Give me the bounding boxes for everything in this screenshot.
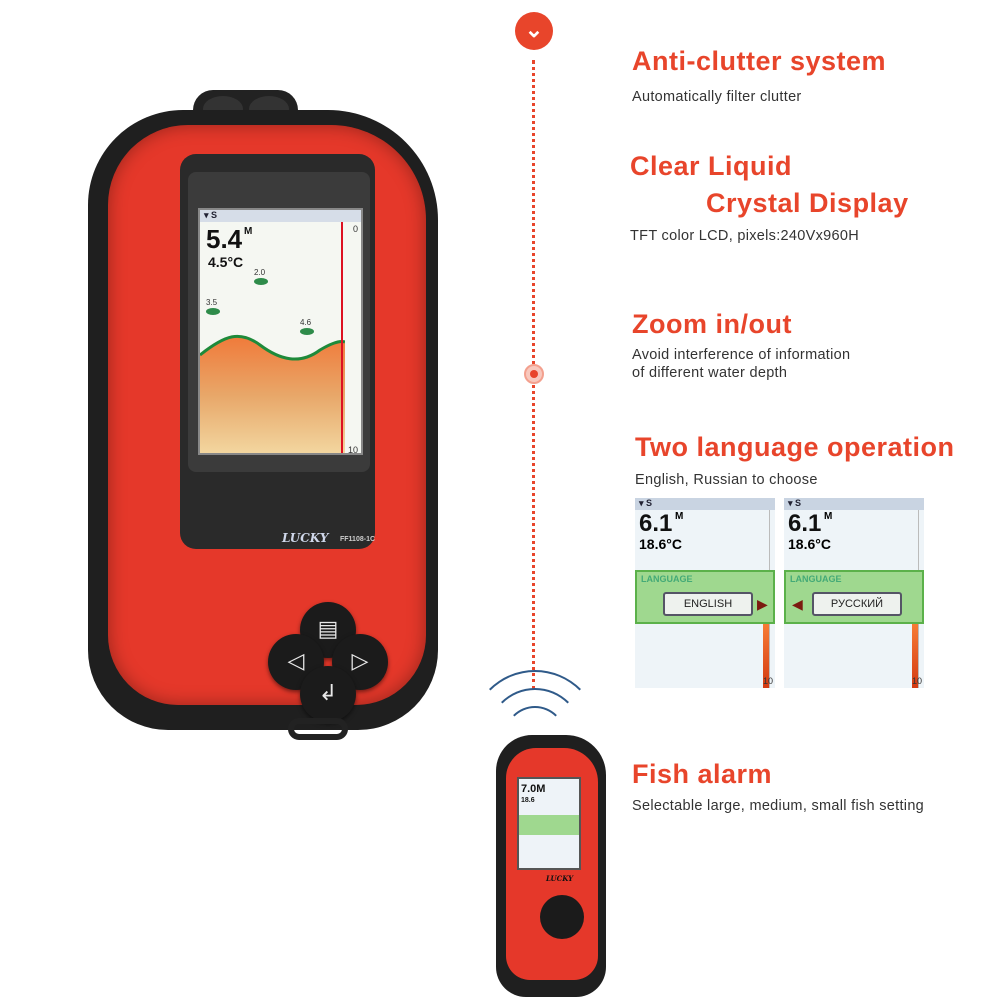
language-screen-english: ▾ S 6.1 M 18.6°C 10 LANGUAGE ENGLISH ▶ bbox=[635, 498, 775, 688]
small-device-brand: LUCKY bbox=[546, 874, 574, 883]
sonar-ring bbox=[487, 688, 583, 784]
screen-status-bar: ▾ S bbox=[784, 498, 924, 510]
language-option-button[interactable]: РУССКИЙ bbox=[812, 592, 902, 616]
feature-title-language: Two language operation bbox=[635, 432, 955, 462]
sonar-bar bbox=[912, 610, 918, 688]
device-lanyard-clip bbox=[288, 718, 348, 740]
enter-icon[interactable]: ↲ bbox=[300, 666, 356, 722]
feature-title-display-line1: Clear Liquid bbox=[630, 151, 793, 181]
screen-temp: 18.6°C bbox=[639, 536, 682, 552]
sonar-bar bbox=[763, 610, 769, 688]
chevron-down-icon: ⌄ bbox=[515, 12, 553, 50]
screen-depth-unit: M bbox=[824, 511, 833, 522]
fish-mark: 2.0 bbox=[254, 268, 268, 285]
screen-status-bar: ▾ S bbox=[635, 498, 775, 510]
device-brand: LUCKY bbox=[282, 531, 329, 545]
language-option-button[interactable]: ENGLISH bbox=[663, 592, 753, 616]
feature-title-fish-alarm: Fish alarm bbox=[632, 759, 773, 789]
left-arrow-icon[interactable]: ◁ bbox=[268, 634, 324, 690]
screen-temp: 18.6 bbox=[521, 797, 535, 804]
feature-title-anti-clutter: Anti-clutter system bbox=[632, 46, 887, 76]
timeline-marker bbox=[524, 364, 544, 384]
fish-alarm-panel bbox=[519, 815, 579, 835]
feature-desc-anti-clutter: Automatically filter clutter bbox=[632, 89, 802, 105]
sonar-ring bbox=[470, 670, 600, 800]
small-device-screen: 7.0M 18.6 bbox=[517, 777, 581, 870]
feature-desc-fish-alarm: Selectable large, medium, small fish set… bbox=[632, 798, 925, 814]
sonar-ring bbox=[504, 706, 566, 768]
fish-icon bbox=[300, 328, 314, 335]
feature-desc-display: TFT color LCD, pixels:240Vx960H bbox=[630, 228, 860, 244]
sonar-bottom-graphic bbox=[200, 334, 345, 453]
fish-finder-device: ▾ S 5.4 M 4.5°C 2.0 3.5 4.6 0 10 LUCKY F… bbox=[88, 90, 438, 740]
language-panel: LANGUAGE ◀ РУССКИЙ bbox=[784, 570, 924, 624]
screen-depth: 7.0M bbox=[521, 783, 546, 795]
screen-temp: 4.5°C bbox=[208, 254, 244, 270]
scale-bottom-label: 10 bbox=[911, 676, 922, 686]
screen-depth: 6.1 bbox=[639, 510, 673, 537]
feature-title-display-line2: Crystal Display bbox=[706, 188, 909, 218]
right-arrow-icon[interactable]: ▶ bbox=[757, 596, 768, 612]
device-model: FF1108-1C bbox=[340, 536, 376, 543]
fish-mark: 4.6 bbox=[300, 318, 314, 335]
language-panel: LANGUAGE ENGLISH ▶ bbox=[635, 570, 775, 624]
language-screen-russian: ▾ S 6.1 M 18.6°C 10 LANGUAGE ◀ РУССКИЙ bbox=[784, 498, 924, 688]
screen-depth-unit: M bbox=[244, 226, 253, 237]
screen-depth-unit: M bbox=[675, 511, 684, 522]
screen-depth: 5.4 bbox=[206, 224, 243, 254]
language-panel-label: LANGUAGE bbox=[641, 574, 693, 584]
feature-desc-zoom-line2: of different water depth bbox=[632, 365, 788, 381]
feature-desc-zoom-line1: Avoid interference of information bbox=[632, 347, 851, 363]
left-arrow-icon[interactable]: ◀ bbox=[792, 596, 803, 612]
language-panel-label: LANGUAGE bbox=[790, 574, 842, 584]
feature-desc-language: English, Russian to choose bbox=[635, 472, 818, 488]
control-pad: ▤ ◁ ▷ ↲ bbox=[268, 602, 388, 722]
fish-icon bbox=[206, 308, 220, 315]
scale-bottom-label: 10 bbox=[762, 676, 773, 686]
feature-title-zoom: Zoom in/out bbox=[632, 309, 792, 339]
depth-scale: 0 10 bbox=[341, 222, 361, 453]
device-screen: ▾ S 5.4 M 4.5°C 2.0 3.5 4.6 0 10 bbox=[198, 208, 363, 455]
fish-mark: 3.5 bbox=[206, 298, 220, 315]
fish-icon bbox=[254, 278, 268, 285]
screen-depth: 6.1 bbox=[788, 510, 822, 537]
small-control-pad bbox=[540, 895, 584, 939]
screen-temp: 18.6°C bbox=[788, 536, 831, 552]
screen-status-bar: ▾ S bbox=[200, 210, 361, 222]
